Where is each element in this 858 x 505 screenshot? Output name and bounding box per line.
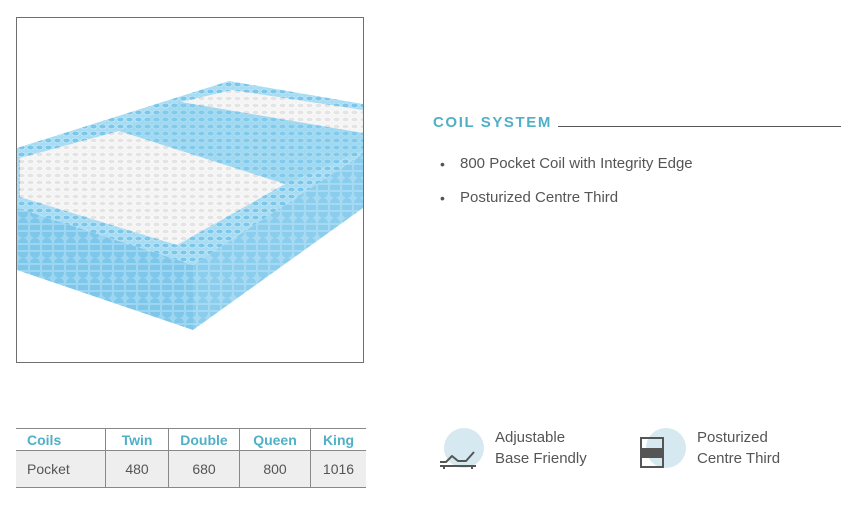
table-row: Pocket 480 680 800 1016: [16, 450, 366, 488]
adjustable-base-icon: [440, 451, 476, 469]
feature-list: • 800 Pocket Coil with Integrity Edge • …: [440, 154, 693, 222]
list-item: • 800 Pocket Coil with Integrity Edge: [440, 154, 693, 188]
feature-text: 800 Pocket Coil with Integrity Edge: [460, 155, 693, 172]
feature-text: Posturized Centre Third: [460, 189, 619, 206]
list-item: • Posturized Centre Third: [440, 188, 693, 222]
column-header-twin: Twin: [105, 428, 169, 451]
badge-label-line1: Adjustable: [495, 429, 566, 446]
badge-label-line1: Posturized: [697, 429, 768, 446]
white-zone-back: [181, 90, 363, 133]
table-header-row: Coils Twin Double Queen King: [16, 428, 366, 451]
cell-twin: 480: [105, 450, 169, 488]
cell-queen: 800: [239, 450, 311, 488]
mattress-front-side: [17, 208, 193, 330]
white-zone-front: [20, 131, 285, 245]
coil-system-header: COIL SYSTEM: [433, 112, 841, 132]
coil-count-table: Coils Twin Double Queen King Pocket 480 …: [16, 428, 366, 488]
column-header-double: Double: [168, 428, 240, 451]
cell-coil-type: Pocket: [16, 450, 106, 488]
coil-system-image: [16, 17, 364, 363]
section-title: COIL SYSTEM: [433, 113, 553, 131]
posturized-centre-badge: Posturized Centre Third: [640, 428, 780, 472]
column-header-queen: Queen: [239, 428, 311, 451]
mattress-right-side: [193, 154, 363, 330]
bullet-icon: •: [440, 156, 445, 172]
section-divider: [558, 125, 841, 127]
pocket-coil-illustration: [17, 81, 363, 330]
bullet-icon: •: [440, 190, 445, 206]
cell-double: 680: [168, 450, 240, 488]
cell-king: 1016: [310, 450, 366, 488]
badge-label-line2: Base Friendly: [495, 450, 587, 467]
posturized-centre-band: [119, 102, 363, 184]
posturized-centre-icon: [640, 437, 664, 468]
column-header-king: King: [310, 428, 366, 451]
badge-label-line2: Centre Third: [697, 450, 781, 467]
column-header-coils: Coils: [16, 428, 106, 451]
adjustable-base-badge: Adjustable Base Friendly: [438, 428, 587, 472]
